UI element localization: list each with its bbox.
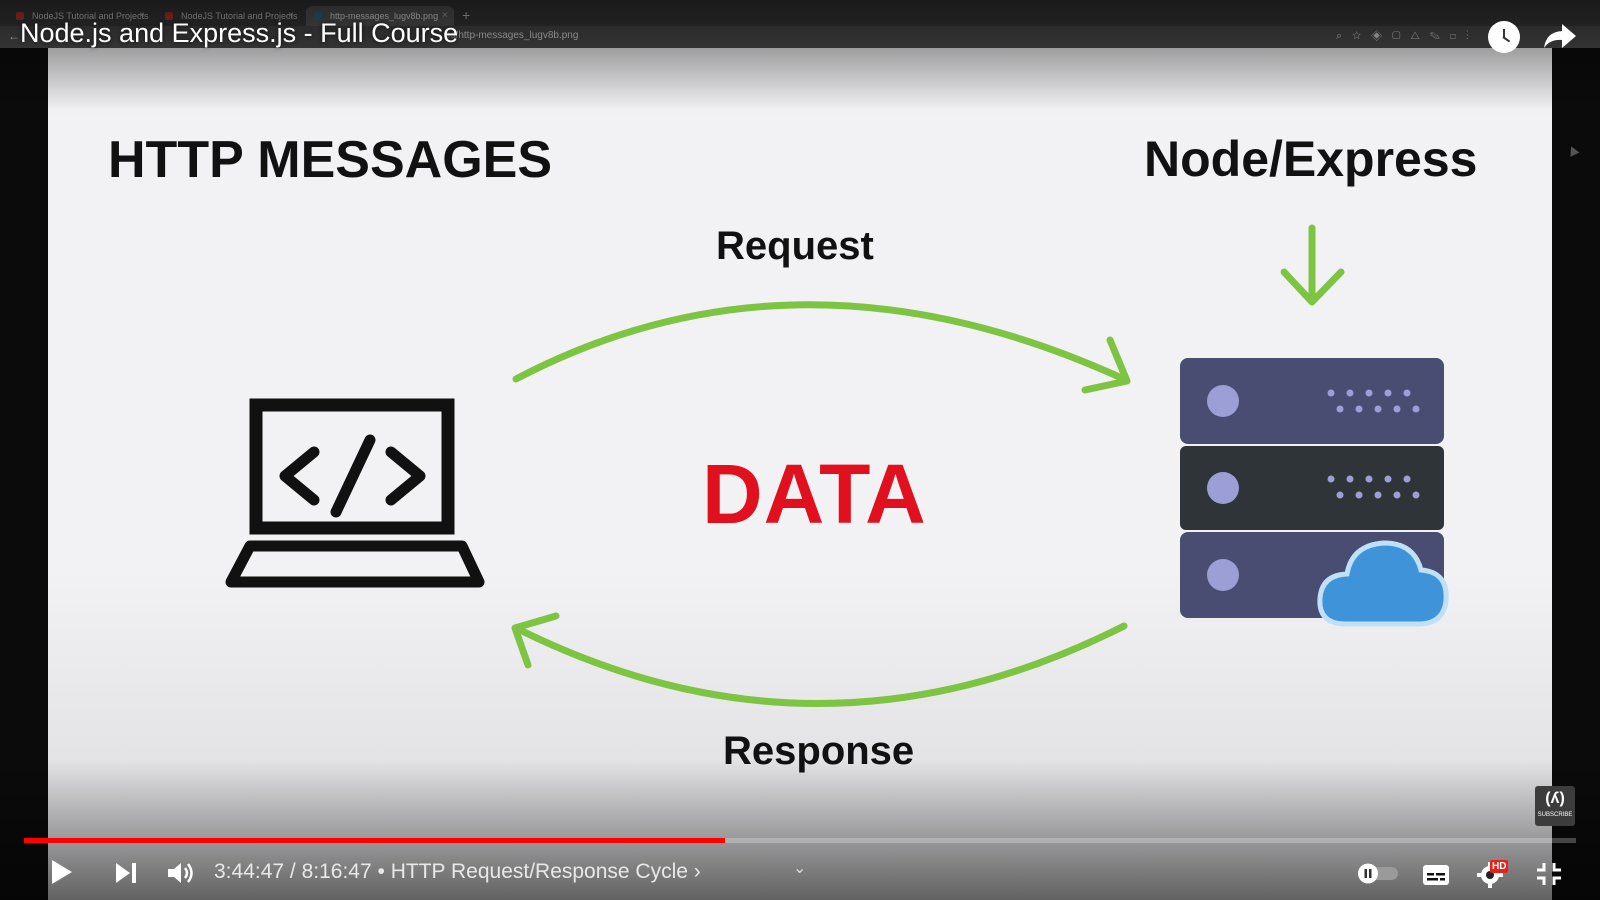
response-arrow-icon [511,612,1128,707]
share-icon[interactable] [1540,18,1580,54]
hd-badge: HD [1490,860,1509,873]
cloud-icon [1317,540,1449,627]
heading-node-express: Node/Express [1144,131,1478,187]
chapter-separator: • [377,860,391,883]
chevron-down-icon[interactable]: ⌄ [793,860,807,877]
chapter-title[interactable]: HTTP Request/Response Cycle [390,860,688,883]
volume-icon[interactable] [166,860,196,886]
exit-fullscreen-icon[interactable] [1536,862,1562,886]
next-icon[interactable] [114,862,138,884]
laptop-code-icon [225,398,485,588]
duration: 8:16:47 [301,860,372,883]
heading-http-messages: HTTP MESSAGES [108,131,553,189]
play-icon[interactable] [50,858,74,886]
video-title[interactable]: Node.js and Express.js - Full Course [20,18,459,48]
request-arrow-icon [512,301,1131,394]
current-time: 3:44:47 [214,860,285,883]
time-display: 3:44:47 / 8:16:47 • HTTP Request/Respons… [214,860,701,884]
autoplay-toggle[interactable] [1356,862,1400,884]
settings-button[interactable]: HD [1476,860,1510,888]
watch-later-button[interactable] [1488,21,1520,53]
time-separator: / [289,860,302,883]
data-label: DATA [702,447,927,541]
chapter-chevron-icon[interactable]: › [693,860,701,883]
request-label: Request [716,224,874,268]
subtitles-icon[interactable] [1422,864,1450,886]
watermark-text: SUBSCRIBE [1537,812,1573,818]
freecodecamp-logo-icon: (ʎ) [1545,790,1565,807]
channel-watermark[interactable]: (ʎ) SUBSCRIBE [1535,786,1575,826]
progress-bar[interactable] [24,838,1576,843]
down-arrow-icon [1280,224,1345,306]
progress-played [24,838,726,843]
